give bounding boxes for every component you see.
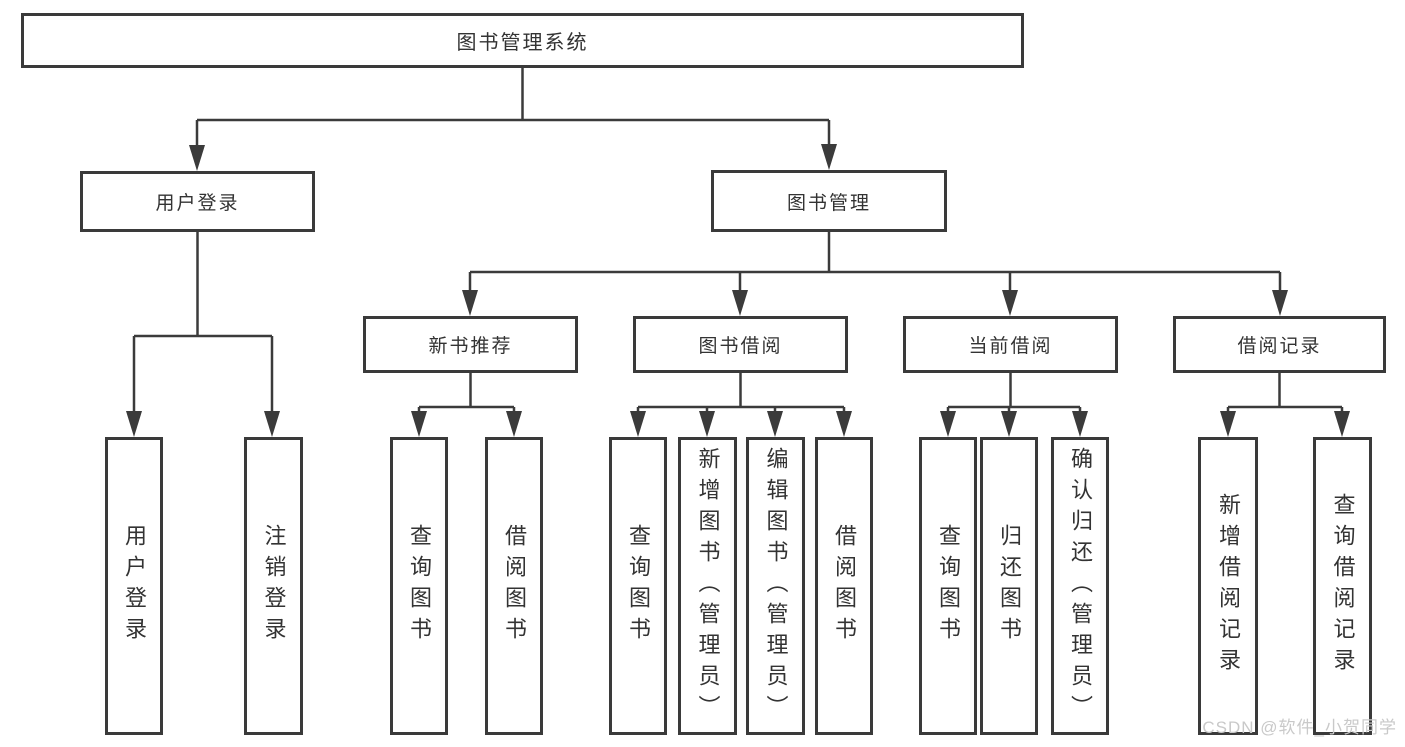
leaf-user-login-label: 用户登录 — [122, 524, 147, 648]
leaf-borrow-books-1-label: 借阅图书 — [502, 524, 527, 648]
node-book-management: 图书管理 — [711, 170, 947, 232]
node-book-borrow-label: 图书借阅 — [698, 336, 783, 357]
leaf-query-books-1-label: 查询图书 — [407, 524, 432, 648]
leaf-query-books-3-label: 查询图书 — [936, 524, 961, 648]
leaf-query-books-2-label: 查询图书 — [626, 524, 651, 648]
leaf-query-borrow-record-label: 查询借阅记录 — [1330, 493, 1356, 679]
leaf-query-books-2: 查询图书 — [609, 437, 667, 735]
leaf-borrow-books-2: 借阅图书 — [815, 437, 873, 735]
leaf-add-book-admin: 新增图书（管理员） — [678, 437, 737, 735]
node-user-login-label: 用户登录 — [155, 193, 240, 214]
node-user-login: 用户登录 — [80, 171, 315, 232]
node-borrow-records-label: 借阅记录 — [1237, 336, 1322, 357]
leaf-return-book: 归还图书 — [980, 437, 1038, 735]
leaf-edit-book-admin: 编辑图书（管理员） — [746, 437, 805, 735]
node-root-label: 图书管理系统 — [456, 32, 589, 54]
leaf-query-books-1: 查询图书 — [390, 437, 448, 735]
node-root: 图书管理系统 — [21, 13, 1024, 68]
leaf-add-borrow-record-label: 新增借阅记录 — [1216, 493, 1241, 679]
node-current-borrow: 当前借阅 — [903, 316, 1118, 373]
leaf-borrow-books-1: 借阅图书 — [485, 437, 543, 735]
leaf-query-borrow-record: 查询借阅记录 — [1313, 437, 1372, 735]
node-book-management-label: 图书管理 — [786, 192, 871, 214]
node-book-borrow: 图书借阅 — [633, 316, 848, 373]
leaf-add-book-admin-label: 新增图书（管理员） — [695, 446, 721, 726]
node-new-book-recommend: 新书推荐 — [363, 316, 578, 373]
leaf-borrow-books-2-label: 借阅图书 — [832, 524, 857, 648]
leaf-query-books-3: 查询图书 — [919, 437, 977, 735]
leaf-add-borrow-record: 新增借阅记录 — [1198, 437, 1258, 735]
leaf-user-login: 用户登录 — [105, 437, 163, 735]
csdn-watermark: CSDN @软件_小贺同学 — [1202, 718, 1397, 737]
leaf-confirm-return-admin-label: 确认归还（管理员） — [1068, 446, 1093, 726]
leaf-logout-label: 注销登录 — [261, 524, 287, 648]
node-current-borrow-label: 当前借阅 — [968, 336, 1053, 357]
leaf-logout: 注销登录 — [244, 437, 303, 735]
node-new-book-recommend-label: 新书推荐 — [428, 336, 513, 357]
leaf-edit-book-admin-label: 编辑图书（管理员） — [763, 446, 789, 726]
leaf-confirm-return-admin: 确认归还（管理员） — [1051, 437, 1109, 735]
node-borrow-records: 借阅记录 — [1173, 316, 1386, 373]
leaf-return-book-label: 归还图书 — [997, 524, 1022, 648]
